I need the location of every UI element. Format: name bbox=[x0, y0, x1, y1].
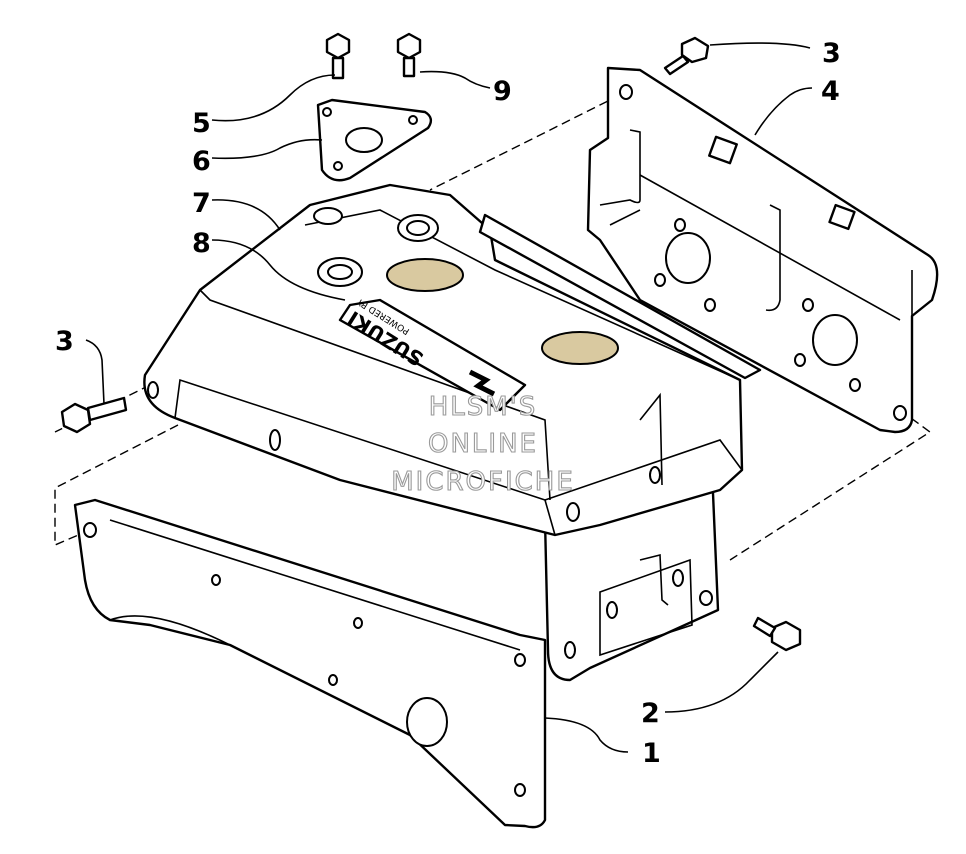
watermark-line-1: HLSM'S bbox=[429, 392, 538, 422]
bolt-2 bbox=[752, 616, 802, 652]
callout-1: 1 bbox=[642, 738, 661, 769]
callout-9: 9 bbox=[493, 76, 512, 107]
callout-8: 8 bbox=[192, 228, 211, 259]
part-6-flange-plate bbox=[316, 98, 433, 182]
callout-3-left: 3 bbox=[55, 326, 74, 357]
bolt-5 bbox=[325, 32, 351, 80]
callout-labels: 1 2 3 3 4 5 6 7 8 9 bbox=[55, 38, 841, 769]
callout-7: 7 bbox=[192, 188, 211, 219]
watermark: HLSM'S ONLINE MICROFICHE bbox=[391, 391, 575, 497]
bolt-3-top bbox=[663, 36, 710, 76]
suzuki-s-logo-icon bbox=[468, 369, 496, 397]
callout-3-top: 3 bbox=[822, 38, 841, 69]
bolt-9 bbox=[396, 32, 422, 78]
callout-6: 6 bbox=[192, 146, 211, 177]
bolt-3-left bbox=[60, 396, 128, 434]
watermark-line-3: MICROFICHE bbox=[391, 467, 575, 497]
callout-5: 5 bbox=[192, 108, 211, 139]
part-4-rear-plate bbox=[586, 66, 939, 434]
callout-2: 2 bbox=[641, 698, 660, 729]
leader-lines bbox=[85, 42, 813, 753]
watermark-line-2: ONLINE bbox=[428, 429, 538, 459]
callout-4: 4 bbox=[821, 76, 840, 107]
part-1-lower-bracket bbox=[73, 498, 547, 829]
